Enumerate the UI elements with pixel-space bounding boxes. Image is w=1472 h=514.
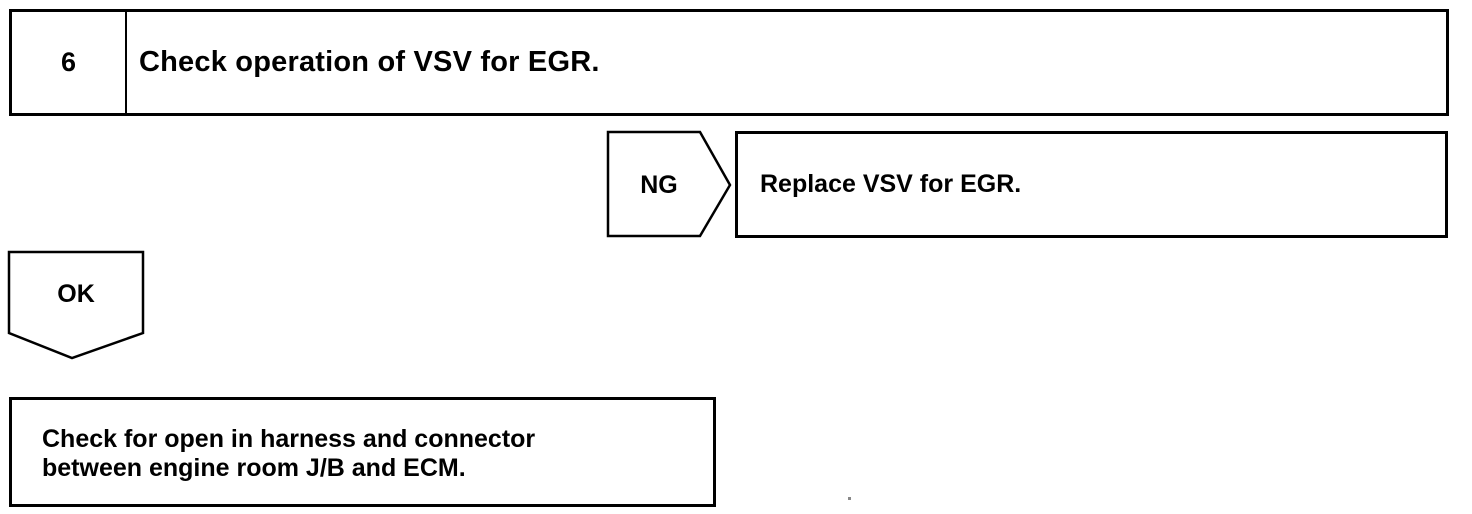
ng-label: NG [640, 170, 678, 199]
step-number: 6 [12, 12, 127, 113]
ng-action-box: Replace VSV for EGR. [735, 131, 1448, 238]
step-box: 6 Check operation of VSV for EGR. [9, 9, 1449, 116]
ok-label: OK [57, 279, 95, 308]
ng-action-text: Replace VSV for EGR. [760, 170, 1022, 198]
step-title: Check operation of VSV for EGR. [139, 46, 600, 78]
next-step-line-1: Check for open in harness and connector [42, 425, 536, 453]
next-step-text: Check for open in harness and connector … [42, 425, 535, 483]
next-step-box: Check for open in harness and connector … [9, 397, 716, 507]
scan-speck [848, 497, 851, 500]
next-step-line-2: between engine room J/B and ECM. [42, 454, 466, 482]
